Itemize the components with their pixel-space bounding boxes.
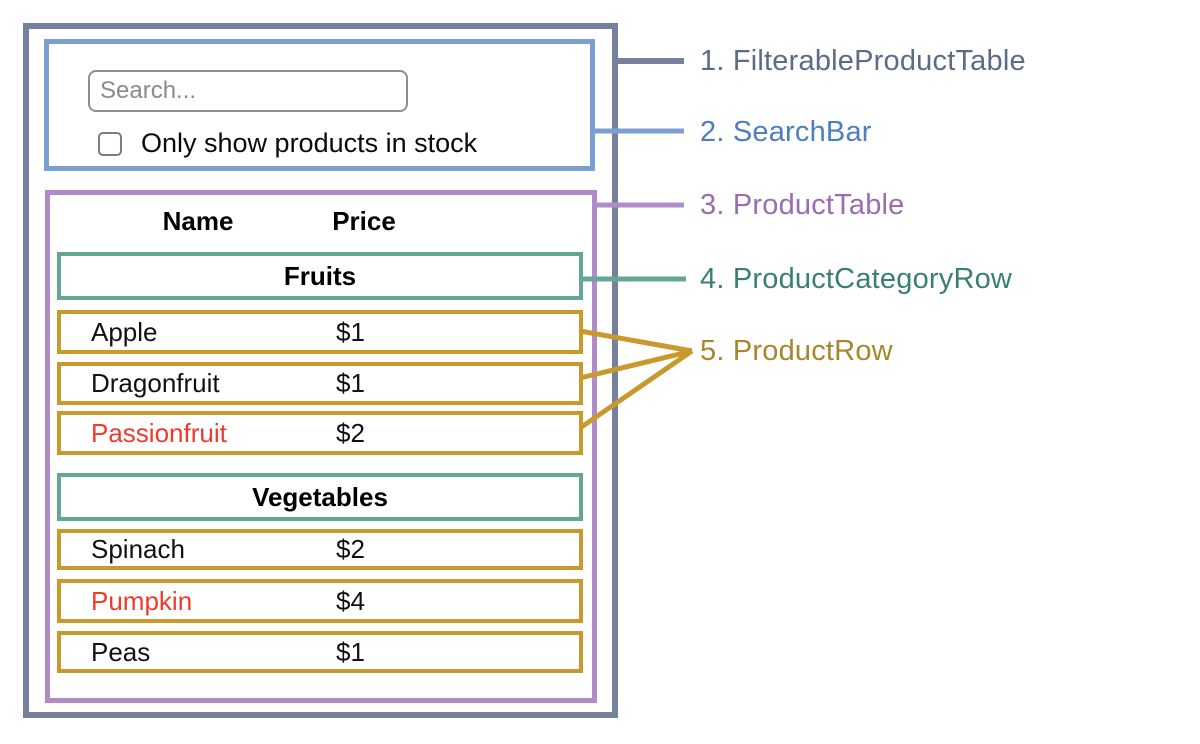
legend-label-filterable-product-table: 1. FilterableProductTable	[700, 45, 1026, 77]
product-name: Dragonfruit	[91, 368, 220, 398]
product-row: Peas $1	[57, 631, 583, 673]
product-name: Pumpkin	[91, 585, 193, 616]
column-header-name: Name	[162, 206, 234, 236]
legend-label-product-category-row: 4. ProductCategoryRow	[700, 263, 1013, 295]
product-table-box: Name Price Fruits Apple $1 Dragonfruit $…	[45, 190, 597, 703]
product-name: Spinach	[91, 534, 185, 564]
product-price: $2	[336, 534, 365, 564]
search-bar-box: Only show products in stock	[44, 39, 595, 171]
legend-label-product-table: 3. ProductTable	[700, 189, 905, 221]
product-row: Passionfruit $2	[57, 411, 583, 455]
legend-label-search-bar: 2. SearchBar	[700, 116, 872, 148]
product-row: Apple $1	[57, 310, 583, 354]
in-stock-checkbox[interactable]	[98, 131, 122, 156]
column-header-price: Price	[332, 206, 396, 236]
product-name: Passionfruit	[91, 417, 227, 448]
product-price: $2	[336, 417, 365, 448]
product-price: $1	[336, 316, 365, 347]
product-name: Apple	[91, 316, 158, 347]
product-category-row: Vegetables	[57, 473, 583, 521]
stock-filter-row: Only show products in stock	[98, 128, 477, 159]
product-price: $1	[336, 636, 365, 667]
filterable-product-table-box: Only show products in stock Name Price F…	[23, 23, 618, 718]
product-price: $1	[336, 368, 365, 398]
product-row: Dragonfruit $1	[57, 362, 583, 405]
product-name: Peas	[91, 636, 151, 667]
search-input[interactable]	[88, 70, 408, 112]
legend-label-product-row: 5. ProductRow	[700, 335, 893, 367]
product-row: Pumpkin $4	[57, 579, 583, 623]
in-stock-checkbox-label: Only show products in stock	[141, 128, 478, 158]
product-price: $4	[336, 585, 365, 616]
product-row: Spinach $2	[57, 529, 583, 570]
product-category-row: Fruits	[57, 252, 583, 300]
